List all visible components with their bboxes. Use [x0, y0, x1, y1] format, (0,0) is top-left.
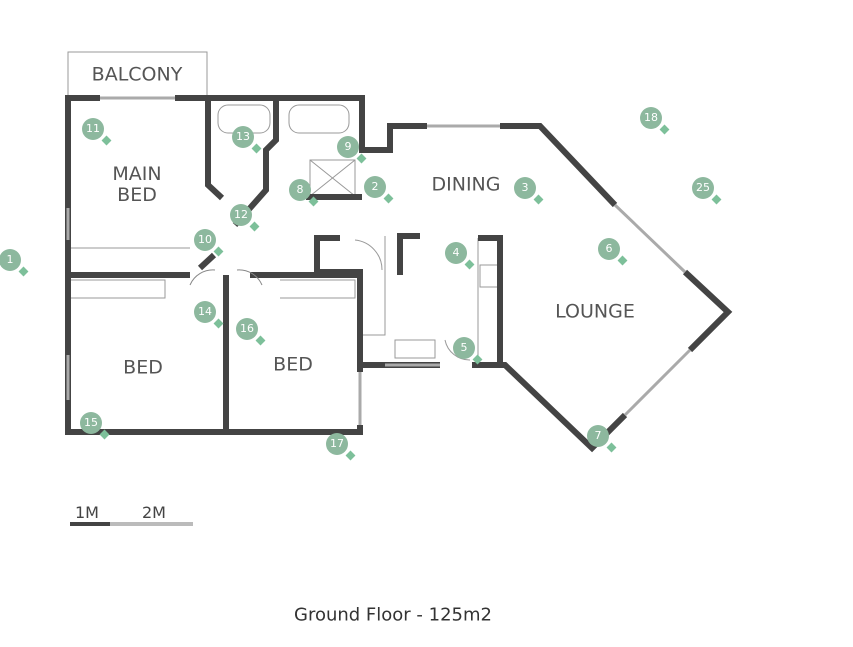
camera-marker-5[interactable]: 5	[453, 337, 475, 359]
camera-marker-14[interactable]: 14	[194, 301, 216, 323]
room-label-balcony: BALCONY	[91, 63, 183, 86]
sink	[394, 339, 436, 359]
scale-label-1m: 1M	[75, 503, 99, 522]
camera-marker-16[interactable]: 16	[236, 318, 258, 340]
camera-marker-12[interactable]: 12	[230, 204, 252, 226]
camera-marker-11[interactable]: 11	[82, 118, 104, 140]
camera-marker-9[interactable]: 9	[337, 136, 359, 158]
camera-marker-17[interactable]: 17	[326, 433, 348, 455]
room-label-bed: BED	[123, 356, 163, 379]
camera-marker-15[interactable]: 15	[80, 412, 102, 434]
camera-marker-1[interactable]: 1	[0, 249, 21, 271]
outer-wall	[65, 95, 363, 435]
camera-marker-7[interactable]: 7	[587, 425, 609, 447]
camera-marker-2[interactable]: 2	[364, 176, 386, 198]
bathtub	[288, 104, 350, 134]
floor-caption: Ground Floor - 125m2	[294, 604, 492, 626]
room-label-bed: BED	[273, 353, 313, 376]
room-label-dining: DINING	[431, 173, 501, 196]
camera-marker-8[interactable]: 8	[289, 179, 311, 201]
room-label-lounge: LOUNGE	[555, 300, 635, 323]
balcony-outline	[67, 51, 208, 98]
camera-marker-13[interactable]: 13	[232, 126, 254, 148]
camera-marker-6[interactable]: 6	[598, 238, 620, 260]
camera-marker-4[interactable]: 4	[445, 242, 467, 264]
camera-marker-3[interactable]: 3	[514, 177, 536, 199]
scale-label-2m: 2M	[142, 503, 166, 522]
camera-marker-18[interactable]: 18	[640, 107, 662, 129]
camera-marker-25[interactable]: 25	[692, 177, 714, 199]
camera-marker-10[interactable]: 10	[194, 229, 216, 251]
room-label-main-bed: MAIN BED	[112, 163, 162, 206]
